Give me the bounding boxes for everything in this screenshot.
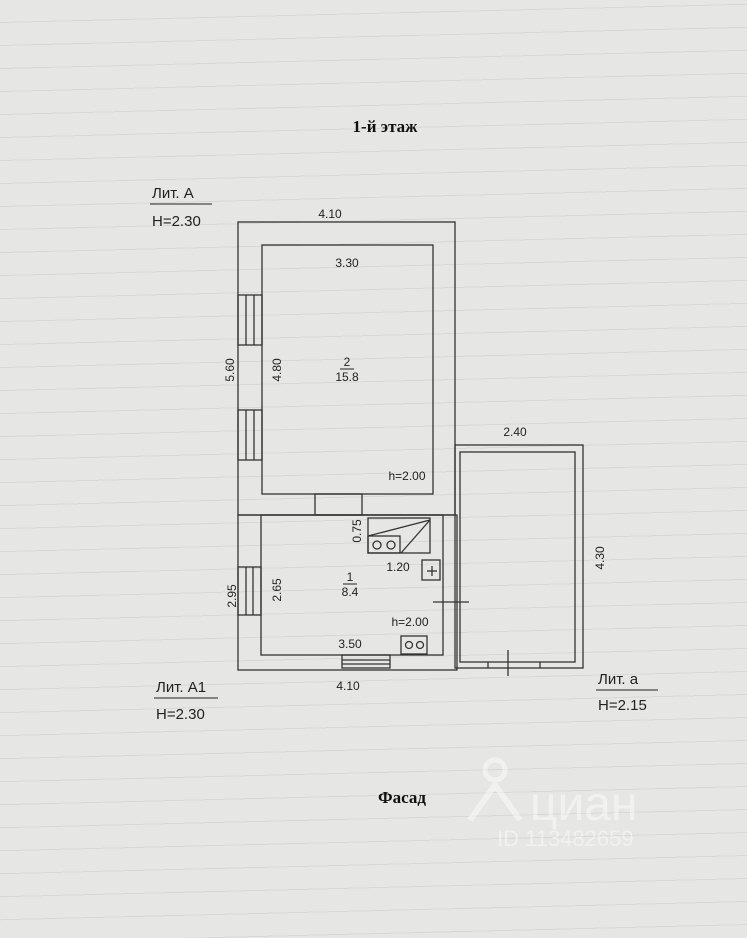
room-area: 15.8 xyxy=(335,370,359,384)
lit-a1-height: H=2.30 xyxy=(156,706,205,723)
ceiling-height: h=2.00 xyxy=(388,469,425,483)
dim-outer-width: 4.10 xyxy=(318,207,342,221)
watermark-brand: циан xyxy=(530,778,638,831)
room-number: 1 xyxy=(347,570,354,584)
dim-width: 2.40 xyxy=(503,425,527,439)
room-number: 2 xyxy=(344,355,351,369)
lit-a-label: Лит. А xyxy=(152,185,194,202)
stove-small xyxy=(400,635,428,655)
dim-outer-width: 4.10 xyxy=(336,679,360,693)
dim-outer-length: 5.60 xyxy=(223,358,237,382)
dim-inner-length: 2.65 xyxy=(270,578,284,602)
lit-a-height: H=2.30 xyxy=(152,213,201,230)
lit-a-small-block xyxy=(454,444,584,676)
door xyxy=(341,654,391,669)
lit-a-small-height: H=2.15 xyxy=(598,697,647,714)
lit-a1-label: Лит. А1 xyxy=(156,679,206,696)
ceiling-height: h=2.00 xyxy=(391,615,428,629)
window xyxy=(237,409,263,461)
dim-stove-width: 1.20 xyxy=(386,560,410,574)
door xyxy=(314,493,363,516)
dim-inner-length: 4.80 xyxy=(270,358,284,382)
location-pin-icon xyxy=(482,757,508,783)
dim-inner-width: 3.50 xyxy=(338,637,362,651)
watermark-id: ID 113482659 xyxy=(497,826,634,851)
dim-inner-width: 3.30 xyxy=(335,256,359,270)
watermark: циан ID 113482659 xyxy=(467,757,638,851)
dim-outer-length: 2.95 xyxy=(225,584,239,608)
facade-label: Фасад xyxy=(378,788,426,807)
lit-a-small-label: Лит. а xyxy=(598,671,639,688)
room-area: 8.4 xyxy=(342,585,359,599)
plan-title: 1-й этаж xyxy=(353,117,419,136)
dim-stove-depth: 0.75 xyxy=(350,519,364,543)
lit-a1-block xyxy=(237,514,469,671)
dim-length: 4.30 xyxy=(593,546,607,570)
window xyxy=(237,294,263,346)
window xyxy=(237,566,262,616)
